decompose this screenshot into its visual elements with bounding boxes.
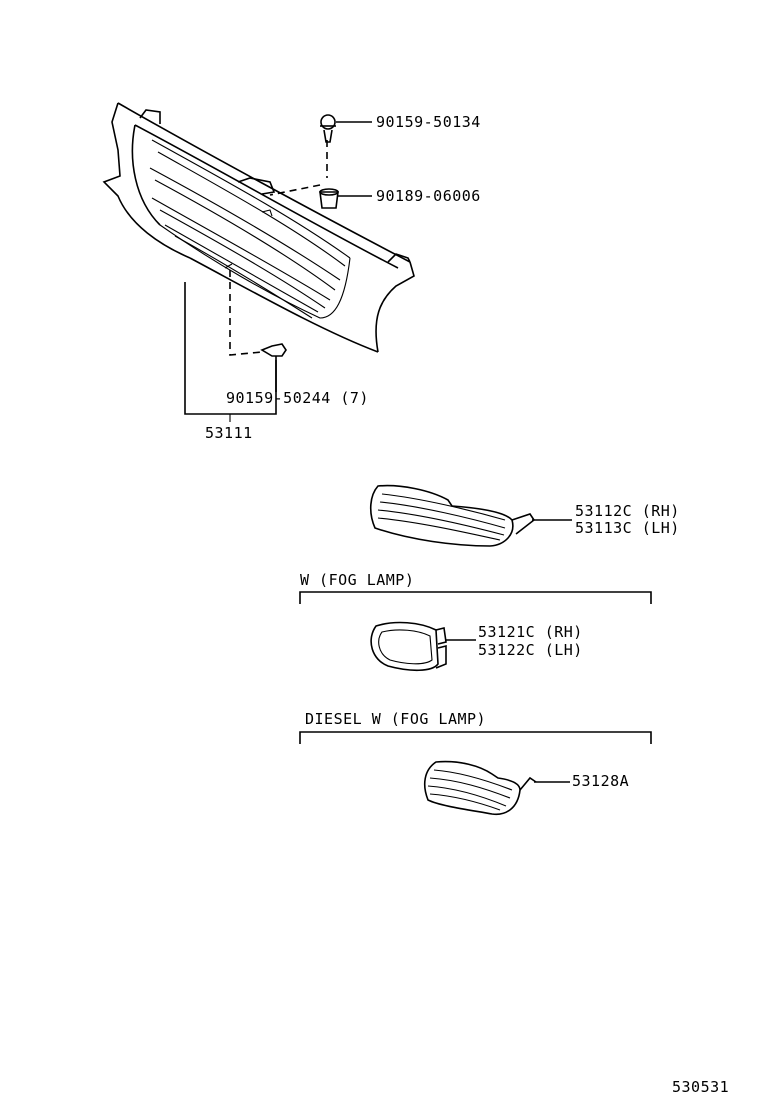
label-nut: 90189-06006 xyxy=(376,187,481,205)
section-title-diesel-fog-lamp: DIESEL W (FOG LAMP) xyxy=(305,710,487,728)
label-screw: 90159-50244 (7) xyxy=(226,389,369,407)
screw-drawing xyxy=(260,343,287,392)
label-fog-cover-rh: 53121C (RH) xyxy=(478,623,583,641)
label-diesel-cover: 53128A xyxy=(572,772,630,790)
diesel-section-bracket xyxy=(299,731,652,744)
section-title-fog-lamp: W (FOG LAMP) xyxy=(300,571,415,589)
nut-drawing xyxy=(319,188,372,209)
clip-drawing xyxy=(320,114,372,143)
fog-cover-drawing xyxy=(370,621,476,672)
label-emblem-rh: 53112C (RH) xyxy=(575,502,680,520)
grille-leaders xyxy=(184,140,328,422)
fog-section-bracket xyxy=(299,591,652,604)
side-grille-drawing xyxy=(369,484,572,547)
label-emblem-lh: 53113C (LH) xyxy=(575,519,680,537)
diagram-id: 530531 xyxy=(672,1078,730,1096)
label-clip: 90159-50134 xyxy=(376,113,481,131)
grille-drawing xyxy=(102,102,415,353)
label-grille: 53111 xyxy=(205,424,253,442)
label-fog-cover-lh: 53122C (LH) xyxy=(478,641,583,659)
diesel-cover-drawing xyxy=(423,760,570,816)
